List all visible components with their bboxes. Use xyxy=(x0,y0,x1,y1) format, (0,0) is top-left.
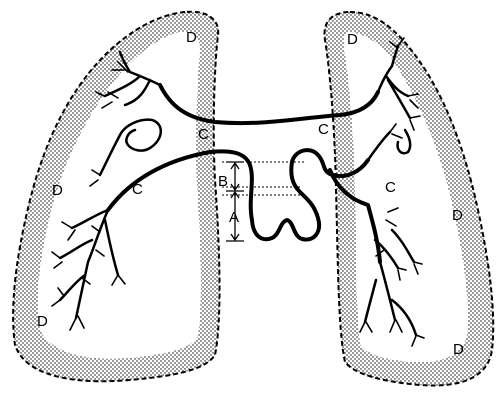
label-b: B xyxy=(218,173,228,190)
right-lung xyxy=(324,12,493,386)
label-d-right-top: D xyxy=(347,31,358,48)
label-c-right: C xyxy=(385,179,396,196)
label-d-left-bottom: D xyxy=(37,313,48,330)
measurement-markers xyxy=(226,162,244,241)
label-c-top-left: C xyxy=(198,126,209,143)
label-d-left-top: D xyxy=(186,29,197,46)
label-d-right-mid: D xyxy=(452,207,463,224)
label-d-right-bottom: D xyxy=(453,341,464,358)
label-a: A xyxy=(229,209,239,226)
label-c-top-right: C xyxy=(318,121,329,138)
label-c-left: C xyxy=(132,181,143,198)
label-d-left-mid: D xyxy=(52,182,63,199)
